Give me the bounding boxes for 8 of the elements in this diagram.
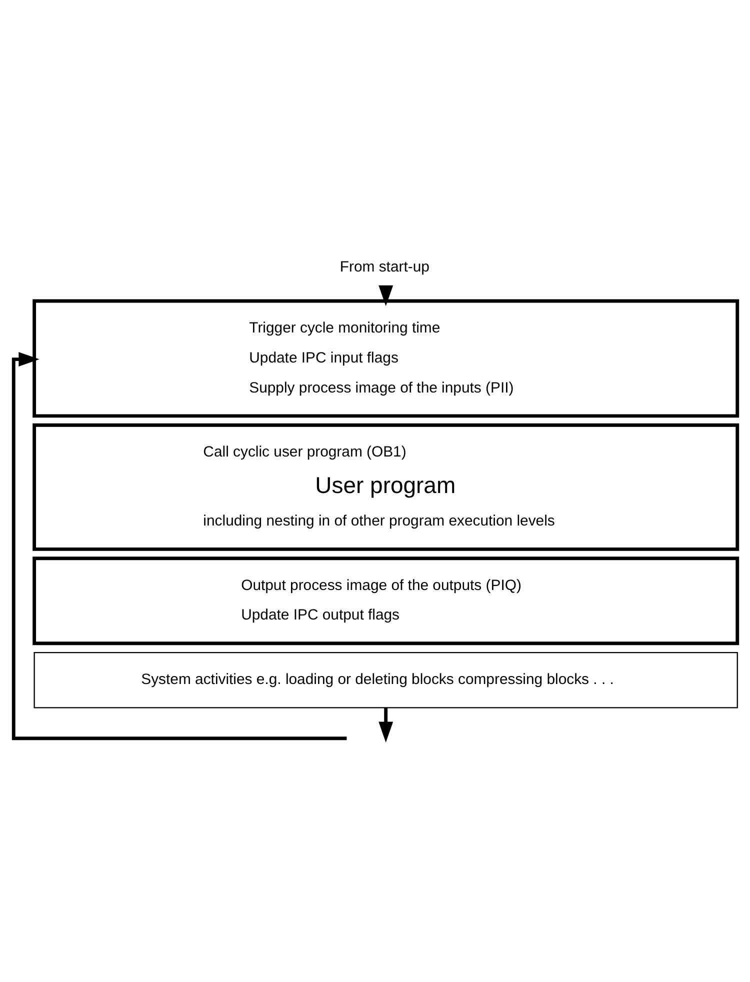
node-box: Call cyclic user program (OB1) User program including nesting in of other program execution levels [32, 423, 739, 551]
node-box: Output process image of the outputs (PIQ) Update IPC output flags [32, 556, 739, 646]
arrow [378, 285, 393, 306]
node-box: System activities e.g. loading or deleting blocks compressing blocks . . . [33, 652, 738, 708]
arrow [378, 708, 393, 743]
arrow [11, 352, 346, 740]
node-text: From start-up [339, 258, 429, 276]
node-box: Trigger cycle monitoring time Update IPC input flags Supply process image of the inputs (PII) [32, 299, 739, 418]
